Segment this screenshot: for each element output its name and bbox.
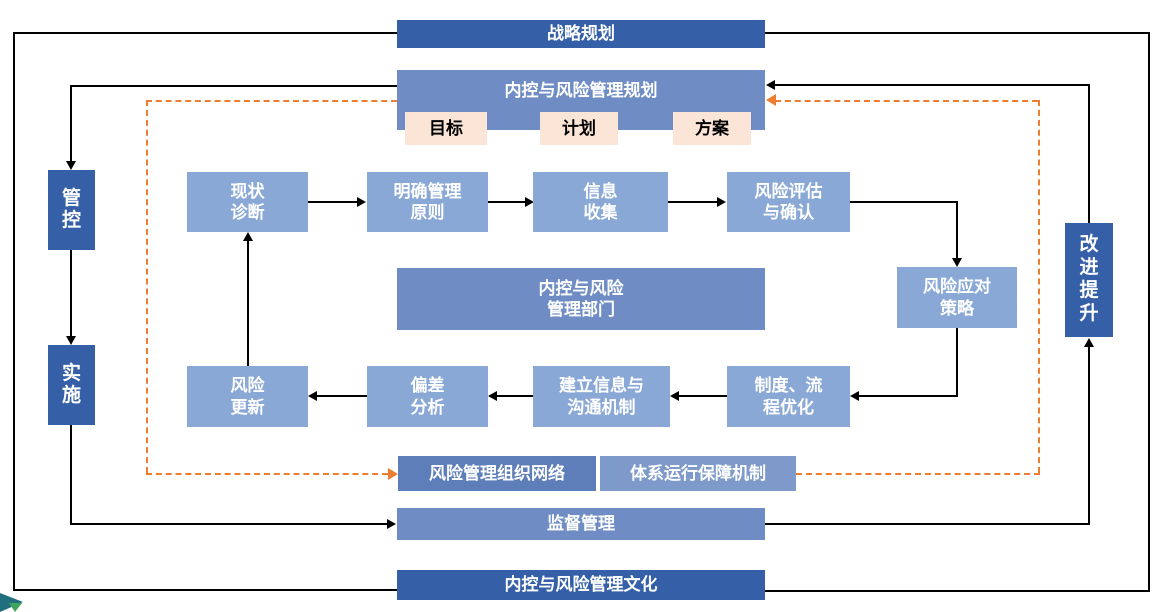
arrowhead-into-deviation — [488, 391, 497, 401]
implementation-to-supervision-hline — [70, 523, 387, 525]
arrowhead-into-diagnosis — [243, 232, 253, 241]
orange-arrowhead-into-planning — [766, 94, 776, 106]
orange-loop-right-vline — [1038, 100, 1040, 473]
status-diagnosis-box: 现状 诊断 — [187, 172, 308, 232]
control-to-implementation-vline — [70, 250, 72, 336]
arrowhead-into-planning — [766, 80, 775, 90]
arrowhead-into-optimization — [850, 391, 859, 401]
clarify-principles-box: 明确管理 原则 — [367, 172, 488, 232]
orange-loop-bottom-left-hline — [146, 473, 388, 475]
diagnosis-to-principles-line — [308, 201, 358, 203]
orange-arrowhead-into-network — [388, 468, 398, 480]
outer-loop-top-left-line — [13, 32, 397, 34]
plan-box: 计划 — [540, 112, 618, 145]
risk-update-box: 风险 更新 — [187, 366, 308, 427]
communication-mechanism-box: 建立信息与 沟通机制 — [533, 366, 670, 427]
implementation-box: 实 施 — [48, 345, 95, 425]
deviation-to-update-line — [317, 395, 367, 397]
arrowhead-into-principles — [357, 197, 366, 207]
arrowhead-into-update — [308, 391, 317, 401]
goal-box: 目标 — [405, 112, 487, 145]
orange-loop-top-left-hline — [146, 100, 397, 102]
arrowhead-into-response — [952, 258, 962, 267]
scheme-box: 方案 — [673, 112, 751, 145]
arrowhead-into-implementation — [66, 336, 76, 345]
outer-loop-bottom-left-line — [13, 589, 397, 591]
ic-risk-culture-box: 内控与风险管理文化 — [397, 570, 765, 600]
update-to-diagnosis-vline — [247, 241, 249, 366]
outer-loop-left-line — [13, 32, 15, 591]
arrowhead-into-info — [525, 197, 534, 207]
improvement-to-planning-vline — [1088, 84, 1090, 223]
planning-to-control-hline — [70, 85, 397, 87]
supervision-to-improvement-hline — [765, 523, 1090, 525]
risk-response-box: 风险应对 策略 — [897, 267, 1017, 328]
assessment-down-vline — [956, 201, 958, 258]
outer-loop-top-right-line — [765, 32, 1150, 34]
planning-to-control-vline — [70, 85, 72, 161]
outer-loop-bottom-right-line — [765, 590, 1148, 592]
arrowhead-into-supervision — [387, 519, 396, 529]
communication-to-deviation-line — [497, 395, 533, 397]
optimization-to-communication-line — [679, 395, 727, 397]
strategic-planning-box: 战略规划 — [397, 20, 765, 48]
response-down-vline — [956, 328, 958, 397]
info-to-assessment-line — [668, 201, 718, 203]
control-box: 管 控 — [48, 170, 95, 250]
ic-risk-dept-box: 内控与风险 管理部门 — [397, 268, 765, 330]
supervision-to-improvement-vline — [1088, 347, 1090, 525]
outer-loop-right-line — [1148, 32, 1150, 592]
system-guarantee-box: 体系运行保障机制 — [600, 456, 796, 491]
deviation-analysis-box: 偏差 分析 — [367, 366, 488, 427]
arrowhead-into-assessment — [717, 197, 726, 207]
corner-logo-green-triangle-icon — [9, 603, 22, 612]
arrowhead-into-control — [66, 161, 76, 170]
orange-loop-top-right-hline — [775, 100, 1038, 102]
orange-loop-bottom-right-hline — [796, 473, 1040, 475]
org-network-box: 风险管理组织网络 — [398, 456, 596, 491]
principles-to-info-line — [488, 201, 526, 203]
arrowhead-into-improvement — [1084, 338, 1094, 347]
info-collection-box: 信息 收集 — [533, 172, 668, 232]
improvement-box: 改 进 提 升 — [1065, 223, 1113, 337]
orange-loop-left-vline — [146, 100, 148, 473]
improvement-to-planning-hline — [775, 84, 1088, 86]
assessment-right-hline — [850, 201, 958, 203]
arrowhead-into-communication — [670, 391, 679, 401]
process-optimization-box: 制度、流 程优化 — [727, 366, 850, 427]
response-left-hline — [859, 395, 956, 397]
implementation-down-vline — [70, 425, 72, 525]
risk-assessment-box: 风险评估 与确认 — [727, 172, 850, 232]
supervision-box: 监督管理 — [397, 508, 765, 540]
